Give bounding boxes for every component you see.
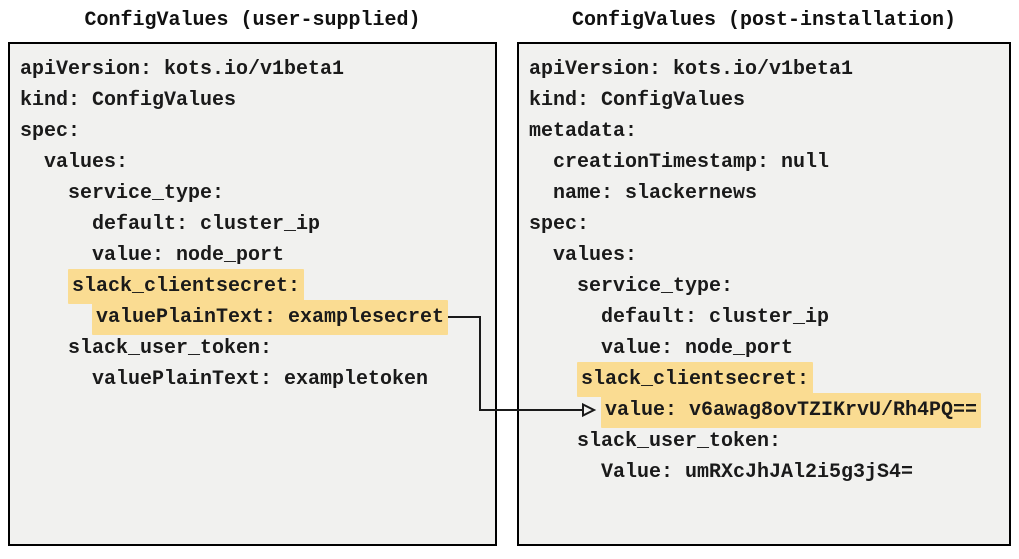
yaml-line: apiVersion: kots.io/v1beta1: [529, 54, 999, 85]
yaml-text: metadata:: [529, 120, 638, 143]
yaml-line: slack_clientsecret:: [529, 362, 999, 397]
yaml-text: kind: ConfigValues: [20, 89, 237, 112]
yaml-text-highlighted: value: v6awag8ovTZIKrvU/Rh4PQ==: [601, 393, 982, 428]
yaml-line: slack_user_token:: [529, 426, 999, 457]
yaml-line: slack_clientsecret:: [20, 269, 485, 304]
yaml-text: creationTimestamp: null: [553, 151, 830, 174]
yaml-line: valuePlainText: exampletoken: [20, 364, 485, 395]
yaml-text: default: cluster_ip: [92, 213, 321, 236]
yaml-text: apiVersion: kots.io/v1beta1: [20, 58, 345, 81]
yaml-text: spec:: [20, 120, 81, 143]
panel-post-installation: ConfigValues (post-installation) apiVers…: [517, 6, 1011, 546]
yaml-line: spec:: [20, 116, 485, 147]
yaml-text: service_type:: [577, 275, 734, 298]
yaml-text: value: node_port: [92, 244, 285, 267]
yaml-text: valuePlainText: exampletoken: [92, 368, 429, 391]
yaml-line: service_type:: [20, 178, 485, 209]
yaml-text: slack_user_token:: [68, 337, 273, 360]
yaml-line: value: node_port: [529, 333, 999, 364]
yaml-line: default: cluster_ip: [20, 209, 485, 240]
panel-user-supplied: ConfigValues (user-supplied) apiVersion:…: [8, 6, 497, 546]
yaml-line: service_type:: [529, 271, 999, 302]
yaml-line: apiVersion: kots.io/v1beta1: [20, 54, 485, 85]
yaml-text: values:: [44, 151, 129, 174]
yaml-text: kind: ConfigValues: [529, 89, 746, 112]
yaml-text-highlighted: slack_clientsecret:: [577, 362, 814, 397]
yaml-line: default: cluster_ip: [529, 302, 999, 333]
yaml-line: spec:: [529, 209, 999, 240]
yaml-box-post-installation: apiVersion: kots.io/v1beta1 kind: ConfigV…: [517, 42, 1011, 546]
yaml-box-user-supplied: apiVersion: kots.io/v1beta1 kind: ConfigV…: [8, 42, 497, 546]
yaml-line: creationTimestamp: null: [529, 147, 999, 178]
yaml-line: value: v6awag8ovTZIKrvU/Rh4PQ==: [529, 393, 999, 428]
yaml-line: kind: ConfigValues: [20, 85, 485, 116]
panel-title-user-supplied: ConfigValues (user-supplied): [84, 9, 421, 32]
panel-title-post-installation: ConfigValues (post-installation): [571, 9, 957, 32]
yaml-line: valuePlainText: examplesecret: [20, 300, 485, 335]
yaml-text: slack_user_token:: [577, 430, 782, 453]
yaml-line: metadata:: [529, 116, 999, 147]
yaml-line: values:: [20, 147, 485, 178]
yaml-text: value: node_port: [601, 337, 794, 360]
yaml-line: slack_user_token:: [20, 333, 485, 364]
yaml-text: Value: umRXcJhJAl2i5g3jS4=: [601, 461, 914, 484]
yaml-line: kind: ConfigValues: [529, 85, 999, 116]
yaml-text: service_type:: [68, 182, 225, 205]
yaml-text: values:: [553, 244, 638, 267]
yaml-line: Value: umRXcJhJAl2i5g3jS4=: [529, 457, 999, 488]
yaml-text: apiVersion: kots.io/v1beta1: [529, 58, 854, 81]
yaml-line: name: slackernews: [529, 178, 999, 209]
yaml-line: value: node_port: [20, 240, 485, 271]
yaml-text-highlighted: valuePlainText: examplesecret: [92, 300, 449, 335]
yaml-text: name: slackernews: [553, 182, 758, 205]
yaml-text-highlighted: slack_clientsecret:: [68, 269, 305, 304]
yaml-text: spec:: [529, 213, 590, 236]
yaml-text: default: cluster_ip: [601, 306, 830, 329]
yaml-line: values:: [529, 240, 999, 271]
